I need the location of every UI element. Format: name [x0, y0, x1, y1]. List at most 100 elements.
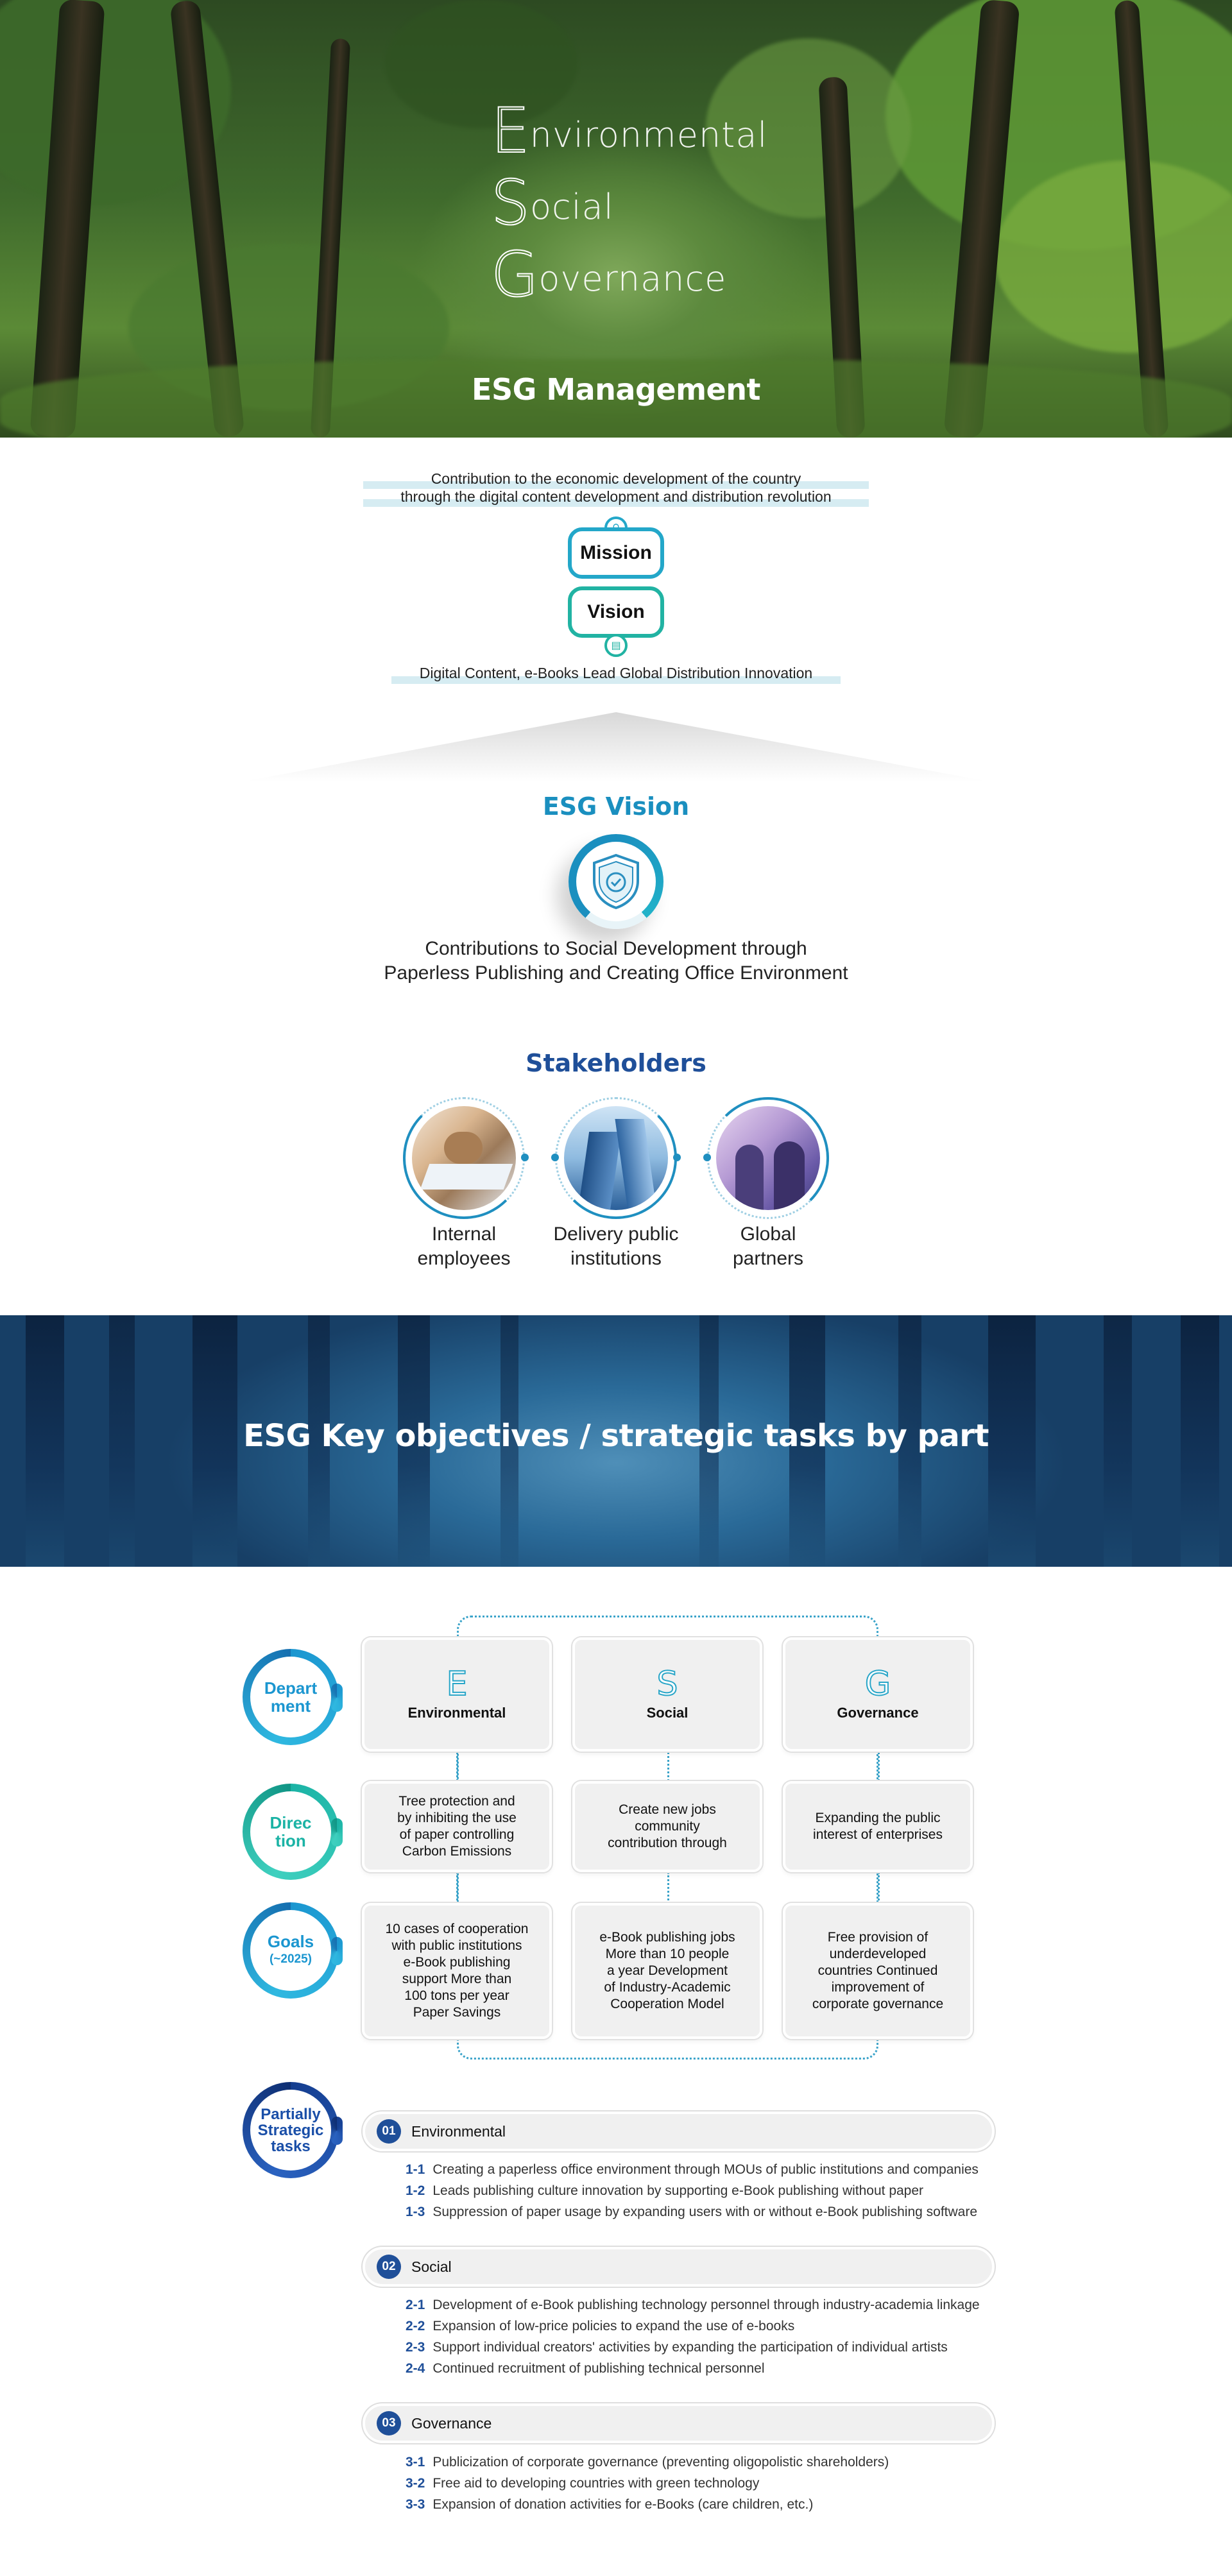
highlight-bar [391, 676, 841, 684]
task-number: 2-2 [406, 2319, 425, 2333]
cell-line: Paper Savings [413, 2005, 501, 2020]
mission-statement-line: through the digital content development … [400, 488, 832, 505]
goals-cell-environmental: 10 cases of cooperation with public inst… [362, 1903, 552, 2039]
cell-line: support More than [402, 1972, 512, 1986]
esg-vision-title: ESG Vision [542, 792, 690, 821]
document-icon: ▤ [604, 634, 628, 657]
row-label-line: (~2025) [269, 1952, 312, 1966]
highlight-bar [363, 481, 869, 489]
department-cell-social: S Social [572, 1637, 762, 1752]
task-group-social: 02 Social [363, 2247, 995, 2287]
task-group-environmental: 01 Environmental [363, 2111, 995, 2151]
direction-cell-governance: Expanding the public interest of enterpr… [783, 1781, 973, 1872]
cell-line: Create new jobs [619, 1802, 716, 1817]
department-cell-environmental: E Environmental [362, 1637, 552, 1752]
mission-statement: Contribution to the economic development… [359, 470, 873, 506]
cell-line: Carbon Emissions [402, 1844, 512, 1859]
task-item: 1-1 Creating a paperless office environme… [406, 2160, 1022, 2179]
department-title: Environmental [407, 1705, 506, 1721]
stakeholder-internal-employees [403, 1097, 529, 1219]
cell-line: community [635, 1819, 700, 1834]
group-title: Environmental [411, 2122, 506, 2140]
goals-cell-governance: Free provision of underdeveloped countri… [783, 1903, 973, 2039]
stakeholder-label: Delivery public institutions [533, 1222, 699, 1271]
hero-line-governance: G overnance [490, 234, 760, 306]
task-text: Expansion of donation activities for e-B… [432, 2497, 814, 2512]
cell-line: 100 tons per year [404, 1988, 509, 2003]
letter-g-icon: G [864, 1665, 891, 1703]
stakeholder-label-line: partners [732, 1248, 804, 1269]
cell-line: countries Continued [817, 1963, 938, 1978]
task-text: Expansion of low-price policies to expan… [432, 2319, 795, 2333]
task-text: Support individual creators' activities … [432, 2340, 948, 2355]
task-group-governance: 03 Governance [363, 2403, 995, 2443]
banner-title: ESG Key objectives / strategic tasks by … [243, 1418, 989, 1454]
cell-line: underdeveloped [829, 1947, 927, 1961]
letter-s-icon: S [656, 1665, 678, 1703]
row-label-line: Partially [261, 2105, 321, 2123]
cell-line: Free provision of [827, 1930, 928, 1945]
esg-vision-emblem [569, 834, 663, 929]
meeting-photo [412, 1106, 516, 1210]
department-title: Social [646, 1705, 689, 1721]
cell-line: corporate governance [812, 1997, 944, 2011]
cell-line: of Industry-Academic [604, 1980, 731, 1995]
stakeholders-title: Stakeholders [526, 1049, 706, 1077]
row-label-department: Depart ment [243, 1649, 343, 1745]
partners-photo [716, 1106, 820, 1210]
cell-line: interest of enterprises [813, 1827, 943, 1842]
mountain-divider [244, 712, 988, 781]
stakeholder-label-line: Internal [431, 1224, 497, 1245]
cell-line: 10 cases of cooperation [385, 1922, 529, 1936]
mission-label: Mission [580, 542, 652, 563]
task-text: Creating a paperless office environment … [432, 2162, 979, 2177]
shield-icon [576, 842, 656, 921]
group-title: Governance [411, 2414, 492, 2432]
hero-subtitle: ESG Management [472, 372, 760, 407]
esg-vision-line: Contributions to Social Development thro… [425, 938, 807, 959]
hero-line-environmental: E nvironmental [490, 90, 767, 167]
letter-e-icon: E [446, 1665, 468, 1703]
stakeholder-label: Internal employees [381, 1222, 547, 1271]
hero-banner: E nvironmental S ocial G overnance ESG M… [0, 0, 1232, 438]
row-label-line: Depart [264, 1678, 318, 1698]
hero-cap-letter: E [490, 95, 531, 167]
mission-statement-line: Contribution to the economic development… [431, 470, 801, 487]
cell-line: e-Book publishing jobs [599, 1930, 735, 1945]
cell-line: with public institutions [391, 1938, 522, 1953]
row-label-line: ment [270, 1696, 311, 1716]
department-cell-governance: G Governance [783, 1637, 973, 1752]
task-item: 2-2 Expansion of low-price policies to ex… [406, 2317, 1022, 2336]
highlight-bar [363, 499, 869, 507]
cell-line: of paper controlling [399, 1827, 515, 1842]
group-number-badge: 02 [377, 2255, 401, 2279]
task-text: Continued recruitment of publishing tech… [432, 2361, 765, 2376]
hero-word-rest: ocial [529, 187, 614, 227]
vision-statement: Digital Content, e-Books Lead Global Dis… [419, 665, 813, 681]
cell-line: More than 10 people [605, 1947, 730, 1961]
row-label-direction: Direc tion [243, 1784, 343, 1880]
mission-box: Mission [568, 527, 664, 579]
row-label-line: Goals [267, 1932, 314, 1951]
task-item: 3-3 Expansion of donation activities for … [406, 2495, 1022, 2514]
cell-line: e-Book publishing [403, 1955, 511, 1970]
task-number: 3-3 [406, 2497, 425, 2512]
stakeholder-label-line: institutions [570, 1248, 662, 1269]
row-label-line: tasks [271, 2137, 311, 2155]
direction-cell-social: Create new jobs community contribution t… [572, 1781, 762, 1872]
stakeholder-label-line: Global [740, 1224, 796, 1245]
hero-line-social: S ocial [490, 162, 760, 234]
stakeholder-public-institutions [551, 1097, 681, 1219]
task-text: Free aid to developing countries with gr… [432, 2476, 760, 2491]
stakeholder-label: Global partners [685, 1222, 851, 1271]
row-label-goals: Goals (~2025) [243, 1902, 343, 1999]
group-title: Social [411, 2258, 452, 2275]
task-number: 1-1 [406, 2162, 425, 2177]
cell-line: Cooperation Model [610, 1997, 724, 2011]
cell-line: by inhibiting the use [397, 1811, 517, 1825]
goals-cell-social: e-Book publishing jobs More than 10 peop… [572, 1903, 762, 2039]
